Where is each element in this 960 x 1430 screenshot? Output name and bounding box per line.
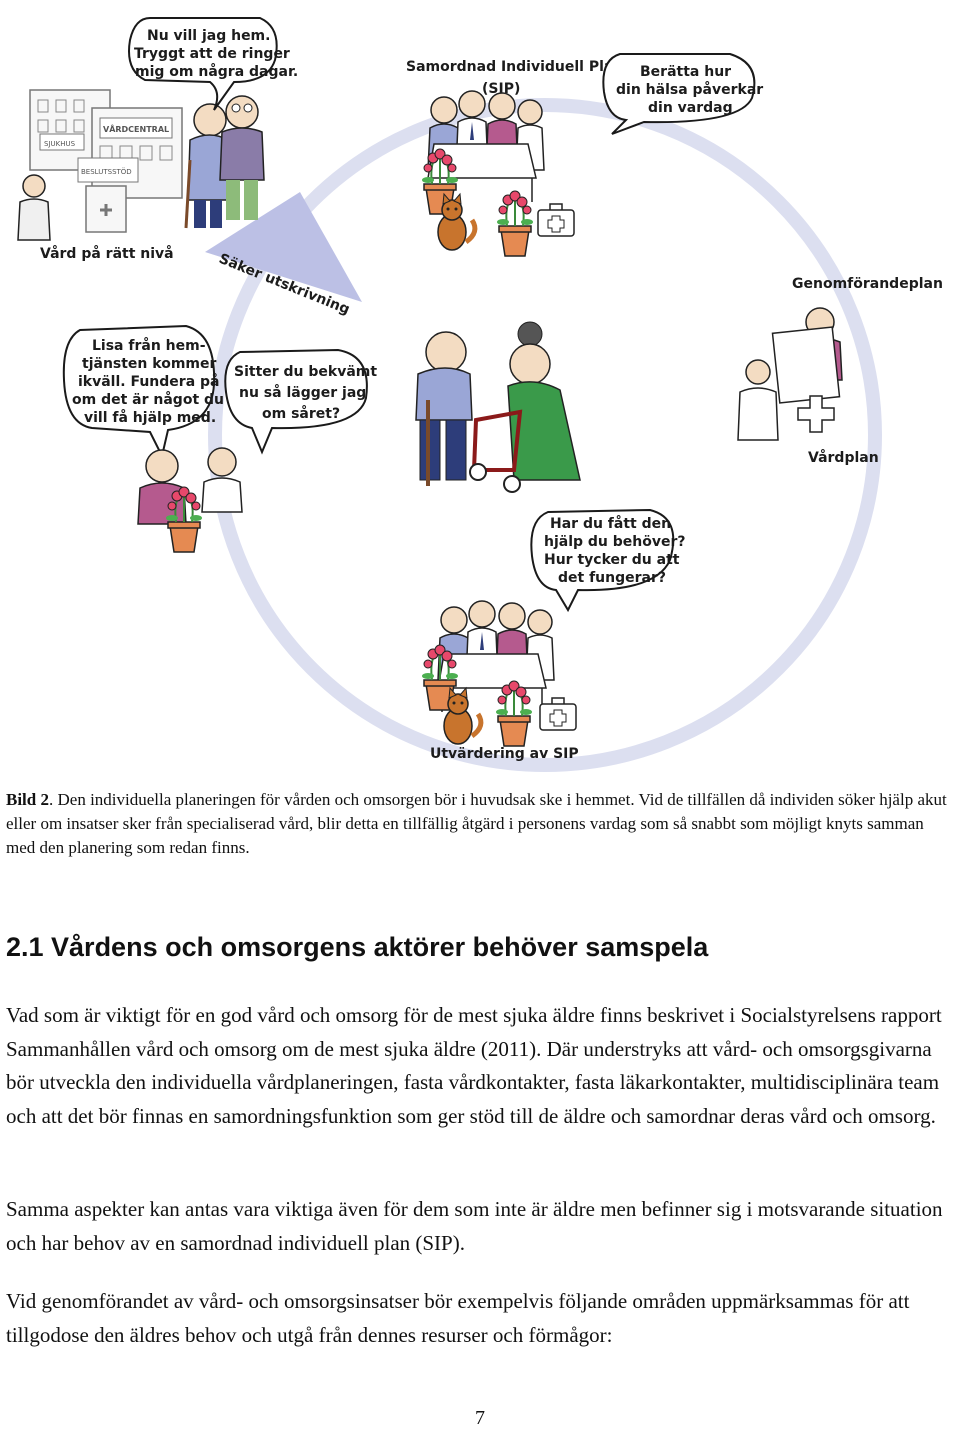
sip-label: Samordnad Individuell Plan: [406, 59, 623, 75]
sip-evaluation-label: Utvärdering av SIP: [430, 746, 579, 762]
bubble-line: Sitter du bekvämt: [234, 364, 377, 380]
bubble-line: nu så lägger jag: [239, 384, 366, 401]
bubble-line: hjälp du behöver?: [544, 534, 686, 550]
cat-icon: [444, 688, 481, 744]
hospital-sign: SJUKHUS: [44, 140, 76, 148]
bubble-line: vill få hjälp med.: [84, 409, 216, 426]
speech-bubble-tell-health: Berätta hur din hälsa påverkar din varda…: [603, 54, 763, 134]
speech-bubble-sit-comfortably: Sitter du bekvämt nu så lägger jag om så…: [225, 350, 377, 452]
bubble-line: Berätta hur: [640, 64, 731, 80]
speech-bubble-go-home: Nu vill jag hem. Tryggt att de ringer mi…: [129, 18, 298, 110]
bubble-line: om det är något du: [72, 391, 224, 408]
bubble-line: Har du fått den: [550, 515, 671, 532]
bubble-line: Lisa från hem-: [92, 337, 206, 354]
cat-icon: [438, 194, 475, 250]
speech-bubble-got-help: Har du fått den hjälp du behöver? Hur ty…: [531, 510, 685, 610]
bubble-line: det fungerar?: [558, 570, 666, 586]
speech-bubble-lisa: Lisa från hem- tjänsten kommer ikväll. F…: [64, 326, 224, 456]
bubble-line: ikväll. Fundera på: [78, 373, 219, 390]
home-visit-scene: [138, 448, 242, 524]
implementation-plan-label: Genomförandeplan: [792, 276, 943, 292]
medkit-icon: [538, 204, 574, 236]
medkit-icon: [540, 698, 576, 730]
body-paragraph: Vid genomförandet av vård- och omsorgsin…: [6, 1285, 958, 1352]
care-plan-label: Vårdplan: [808, 449, 879, 466]
care-cycle-illustration: VÅRDCENTRAL SJUKHUS BESLUTSSTÖD Nu vill …: [0, 0, 960, 780]
bubble-line: Hur tycker du att: [544, 552, 680, 568]
page-number: 7: [0, 1407, 960, 1430]
bubble-line: din vardag: [648, 100, 733, 116]
bubble-line: Nu vill jag hem.: [147, 28, 270, 44]
bubble-line: tjänsten kommer: [82, 356, 216, 372]
discharge-couple: [186, 96, 264, 228]
bubble-line: mig om några dagar.: [135, 63, 298, 80]
health-center-sign: VÅRDCENTRAL: [103, 124, 169, 134]
bubble-line: Tryggt att de ringer: [134, 46, 290, 62]
elderly-couple-walker: [416, 322, 580, 492]
caption-label: Bild 2: [6, 790, 49, 809]
bubble-line: om såret?: [262, 405, 340, 422]
care-level-label: Vård på rätt nivå: [40, 245, 174, 262]
care-buildings: VÅRDCENTRAL SJUKHUS BESLUTSSTÖD: [18, 90, 182, 240]
decision-support-sign: BESLUTSSTÖD: [81, 167, 132, 176]
caption-text: . Den individuella planeringen för vårde…: [6, 790, 947, 857]
flower-pot-icon: [497, 191, 533, 256]
body-paragraph: Vad som är viktigt för en god vård och o…: [6, 999, 958, 1133]
body-paragraph: Samma aspekter kan antas vara viktiga äv…: [6, 1193, 958, 1260]
care-plan-scene: [738, 308, 842, 440]
bubble-line: din hälsa påverkar: [616, 81, 763, 98]
flower-pot-icon: [496, 681, 532, 746]
section-heading: 2.1 Vårdens och omsorgens aktörer behöve…: [6, 932, 954, 963]
figure-caption: Bild 2. Den individuella planeringen för…: [6, 788, 954, 860]
